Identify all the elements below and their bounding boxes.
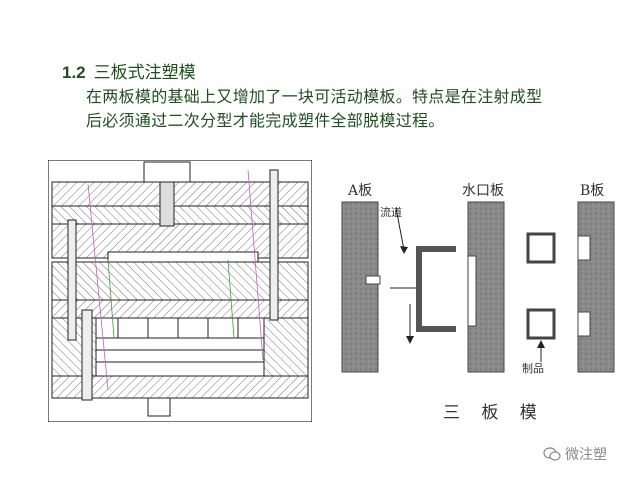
plate-b-label: B板 [580,183,605,199]
diagram-caption: 三 板 模 [443,403,545,423]
wechat-icon [543,447,561,461]
plate-a-label: A板 [348,183,373,199]
plates-drawing [341,201,615,373]
mold-cross-section-drawing [48,160,312,422]
product-label: 制品 [522,362,544,375]
section-heading: 1.2 三板式注塑模 [62,58,196,83]
watermark-text: 微注塑 [565,447,607,463]
watermark: 微注塑 [543,444,607,464]
section-number: 1.2 [62,63,86,82]
three-plate-schematic: A板 水口板 B板 流道 制品 [330,170,630,430]
description-line-2: 后必须通过二次分型才能完成塑件全部脱模过程。 [86,111,445,130]
description-line-1: 在两板模的基础上又增加了一块可活动模板。特点是在注射成型 [86,87,543,106]
runner-plate-label: 水口板 [462,183,504,199]
section-title: 三板式注塑模 [93,63,196,83]
